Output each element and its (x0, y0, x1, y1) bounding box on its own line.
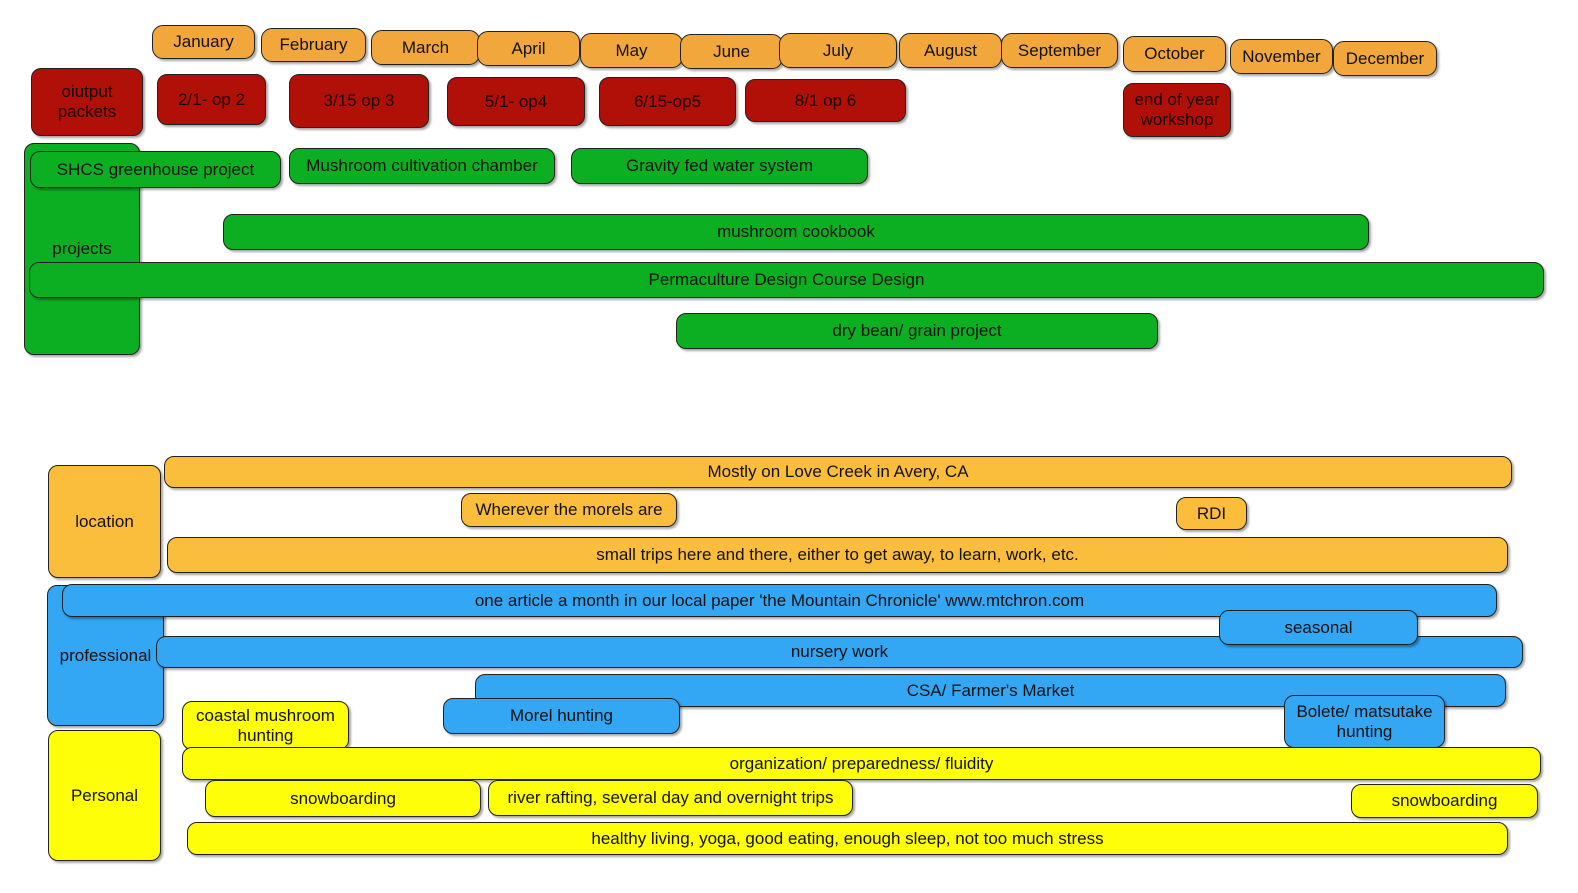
month-september: September (1001, 33, 1118, 68)
milestones-category-label: oiutput packets (31, 68, 143, 136)
milestone-op2: 2/1- op 2 (157, 74, 266, 125)
professional-bolete-matsutake: Bolete/ matsutake hunting (1284, 695, 1445, 748)
personal-organization: organization/ preparedness/ fluidity (182, 747, 1541, 780)
month-november: November (1230, 39, 1333, 74)
personal-coastal-mushroom: coastal mushroom hunting (182, 701, 349, 750)
month-august: August (899, 33, 1002, 68)
personal-category-label: Personal (48, 730, 161, 861)
personal-snowboarding-december: snowboarding (1351, 784, 1538, 818)
personal-river-rafting: river rafting, several day and overnight… (488, 780, 853, 816)
professional-morel-hunting: Morel hunting (443, 698, 680, 734)
location-rdi: RDI (1176, 497, 1247, 530)
location-morels: Wherever the morels are (461, 493, 677, 527)
project-dry-bean-grain: dry bean/ grain project (676, 313, 1158, 349)
month-march: March (371, 30, 480, 65)
milestone-end-of-year-workshop: end of year workshop (1123, 83, 1231, 137)
location-small-trips: small trips here and there, either to ge… (167, 537, 1508, 573)
location-category-label: location (48, 465, 161, 578)
month-december: December (1333, 41, 1437, 76)
personal-snowboarding-winter: snowboarding (205, 780, 481, 817)
personal-healthy-living: healthy living, yoga, good eating, enoug… (187, 822, 1508, 855)
location-love-creek: Mostly on Love Creek in Avery, CA (164, 456, 1512, 488)
project-shcs-greenhouse: SHCS greenhouse project (30, 151, 281, 188)
project-permaculture-course: Permaculture Design Course Design (29, 262, 1544, 298)
month-july: July (779, 33, 897, 68)
month-may: May (580, 33, 683, 68)
projects-label-text: projects (52, 239, 112, 258)
project-gravity-water: Gravity fed water system (571, 148, 868, 184)
month-october: October (1123, 36, 1226, 72)
project-mushroom-cookbook: mushroom cookbook (223, 214, 1369, 250)
milestone-op5: 6/15-op5 (599, 77, 736, 126)
project-mushroom-chamber: Mushroom cultivation chamber (289, 148, 555, 184)
milestone-op4: 5/1- op4 (447, 77, 585, 126)
milestone-op6: 8/1 op 6 (745, 79, 906, 122)
month-april: April (477, 31, 580, 66)
professional-seasonal: seasonal (1219, 610, 1418, 645)
month-january: January (152, 25, 255, 59)
milestone-op3: 3/15 op 3 (289, 74, 429, 128)
month-june: June (680, 34, 783, 69)
month-february: February (261, 28, 366, 62)
